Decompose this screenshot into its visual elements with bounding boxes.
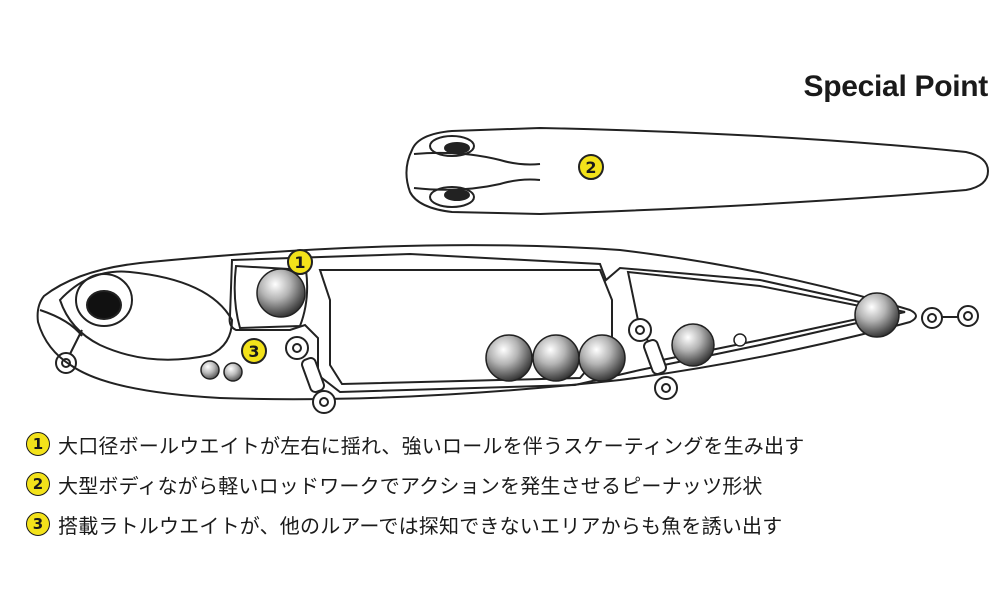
feature-item-3: 3 搭載ラトルウエイトが、他のルアーでは探知できないエリアからも魚を誘い出す [26, 504, 804, 544]
ball-weight [854, 292, 900, 338]
feature-list: 1 大口径ボールウエイトが左右に揺れ、強いロールを伴うスケーティングを生み出す … [26, 424, 804, 544]
marker-1: 1 [287, 249, 313, 275]
svg-text:2: 2 [585, 158, 596, 177]
lure-diagram: 1 2 3 [36, 126, 990, 414]
ball-weight [578, 334, 626, 382]
ball-weight [485, 334, 533, 382]
weight-balls [200, 268, 900, 382]
feature-number-badge: 3 [26, 512, 50, 536]
svg-text:1: 1 [294, 253, 305, 272]
feature-item-1: 1 大口径ボールウエイトが左右に揺れ、強いロールを伴うスケーティングを生み出す [26, 424, 804, 464]
feature-item-2: 2 大型ボディながら軽いロッドワークでアクションを発生させるピーナッツ形状 [26, 464, 804, 504]
lure-top-view [405, 126, 990, 216]
svg-text:3: 3 [248, 342, 259, 361]
page-title: Special Point [803, 70, 989, 103]
feature-text: 大口径ボールウエイトが左右に揺れ、強いロールを伴うスケーティングを生み出す [58, 433, 805, 458]
hook-hangers [285, 318, 678, 414]
feature-number-badge: 1 [26, 432, 50, 456]
rattle-weight [223, 362, 243, 382]
marker-3: 3 [241, 338, 267, 364]
feature-number-badge: 2 [26, 472, 50, 496]
marker-2: 2 [578, 154, 604, 180]
feature-text: 搭載ラトルウエイトが、他のルアーでは探知できないエリアからも魚を誘い出す [58, 513, 783, 538]
ball-weight [256, 268, 306, 318]
feature-text: 大型ボディながら軽いロッドワークでアクションを発生させるピーナッツ形状 [58, 473, 763, 498]
rattle-weight [200, 360, 220, 380]
ball-weight [532, 334, 580, 382]
ball-weight [671, 323, 715, 367]
